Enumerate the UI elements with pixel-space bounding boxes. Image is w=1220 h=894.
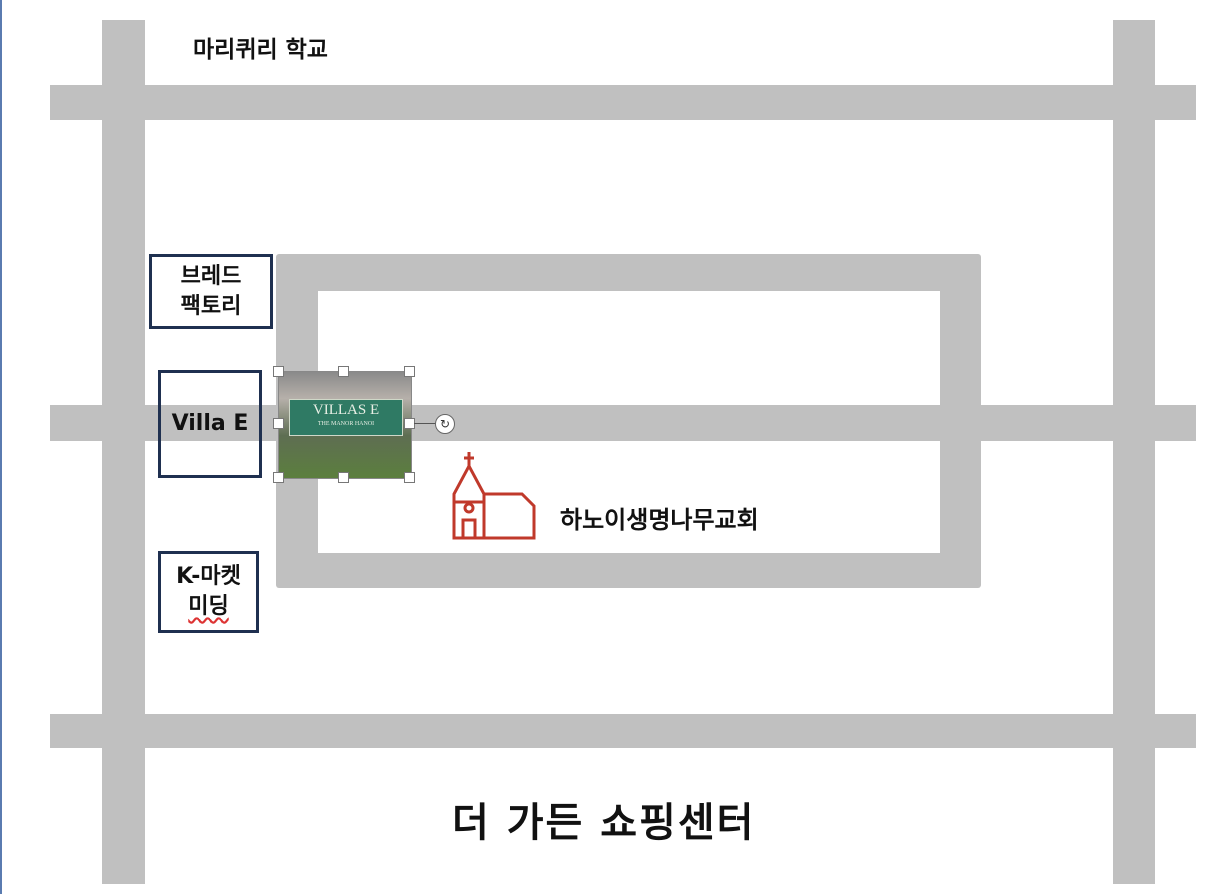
left-edge-line xyxy=(0,0,2,894)
mall-label: 더 가든 쇼핑센터 xyxy=(452,800,756,846)
resize-handle-br[interactable] xyxy=(404,472,415,483)
rotate-handle-icon[interactable]: ↻ xyxy=(435,414,455,434)
sign-title: VILLAS E xyxy=(312,402,380,418)
road-horizontal-bottom xyxy=(50,714,1196,748)
resize-handle-bm[interactable] xyxy=(338,472,349,483)
bakery-box: 브레드 팩토리 xyxy=(149,254,273,329)
villa-sign: VILLAS E THE MANOR HANOI xyxy=(289,399,403,436)
market-label-line1: K-마켓 xyxy=(176,564,241,589)
bakery-label-line1: 브레드 xyxy=(180,263,242,289)
road-vertical-left xyxy=(102,20,145,884)
resize-handle-ml[interactable] xyxy=(273,418,284,429)
resize-handle-tl[interactable] xyxy=(273,366,284,377)
school-label: 마리퀴리 학교 xyxy=(193,37,328,63)
rotate-handle-line xyxy=(414,423,436,424)
villa-box: Villa E xyxy=(158,370,262,478)
church-label: 하노이생명나무교회 xyxy=(560,506,759,534)
road-horizontal-middle xyxy=(50,405,1196,441)
villa-photo[interactable]: VILLAS E THE MANOR HANOI xyxy=(278,371,412,479)
resize-handle-tm[interactable] xyxy=(338,366,349,377)
road-horizontal-top xyxy=(50,85,1196,120)
resize-handle-bl[interactable] xyxy=(273,472,284,483)
market-box: K-마켓 미딩 xyxy=(158,551,259,633)
market-label-line2: 미딩 xyxy=(188,594,229,619)
road-vertical-right xyxy=(1113,20,1155,884)
bakery-label-line2: 팩토리 xyxy=(180,293,242,319)
resize-handle-tr[interactable] xyxy=(404,366,415,377)
sign-subtitle: THE MANOR HANOI xyxy=(317,421,375,427)
villa-label: Villa E xyxy=(171,411,249,436)
church-icon xyxy=(452,452,536,540)
